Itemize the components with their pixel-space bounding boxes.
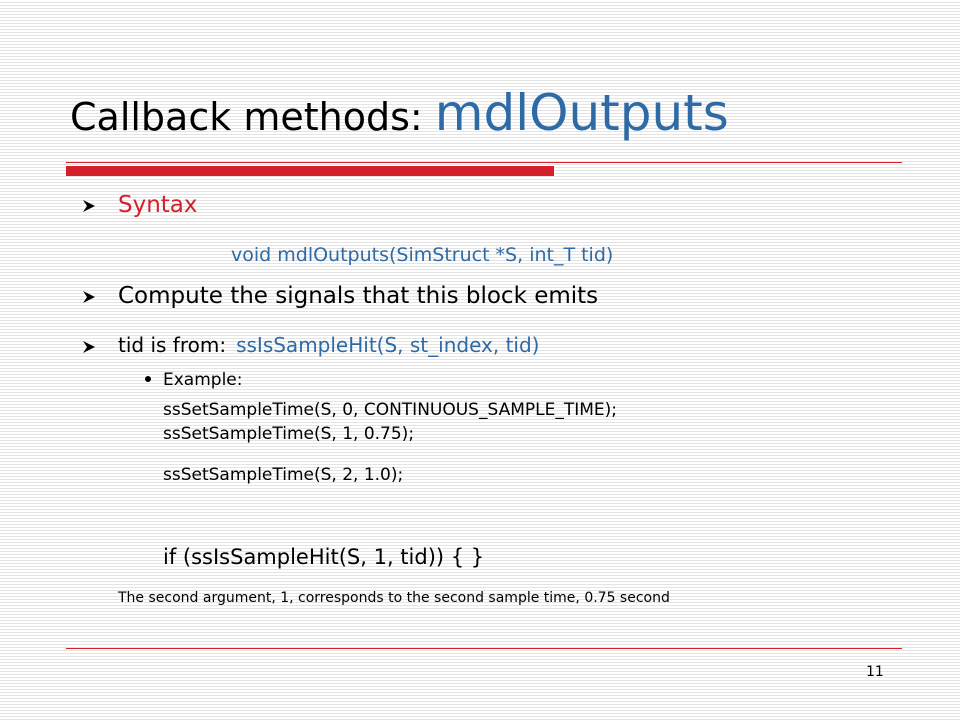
example-code-line: ssSetSampleTime(S, 1, 0.75); [163, 424, 415, 444]
if-statement: if (ssIsSampleHit(S, 1, tid)) { } [163, 545, 485, 569]
arrow-bullet-icon [83, 340, 95, 353]
bullet-tid: tid is from: ssIsSampleHit(S, st_index, t… [82, 333, 539, 357]
arrow-bullet-icon [83, 290, 95, 303]
title-divider-bar [66, 166, 554, 176]
bullet-tid-code: ssIsSampleHit(S, st_index, tid) [236, 333, 540, 357]
page-number: 11 [866, 664, 884, 680]
example-code-line: ssSetSampleTime(S, 2, 1.0); [163, 465, 404, 485]
slide-title: Callback methods: mdlOutputs [70, 88, 729, 138]
bullet-syntax-label: Syntax [118, 192, 198, 218]
example-code-line: ssSetSampleTime(S, 0, CONTINUOUS_SAMPLE_… [163, 400, 618, 420]
footer-divider [66, 648, 902, 649]
syntax-code: void mdlOutputs(SimStruct *S, int_T tid) [231, 244, 614, 266]
explanation-note: The second argument, 1, corresponds to t… [118, 590, 670, 606]
bullet-compute-label: Compute the signals that this block emit… [118, 283, 599, 309]
sub-bullet-example: Example: [145, 370, 242, 390]
title-main: Callback methods: [70, 95, 435, 139]
example-label: Example: [163, 370, 243, 390]
dot-bullet-icon [145, 375, 151, 382]
title-accent: mdlOutputs [434, 84, 729, 142]
bullet-tid-label: tid is from: [118, 333, 227, 357]
arrow-bullet-icon [83, 199, 95, 212]
bullet-compute: Compute the signals that this block emit… [82, 283, 598, 309]
bullet-syntax: Syntax [82, 192, 198, 218]
title-divider-thin [66, 162, 902, 163]
